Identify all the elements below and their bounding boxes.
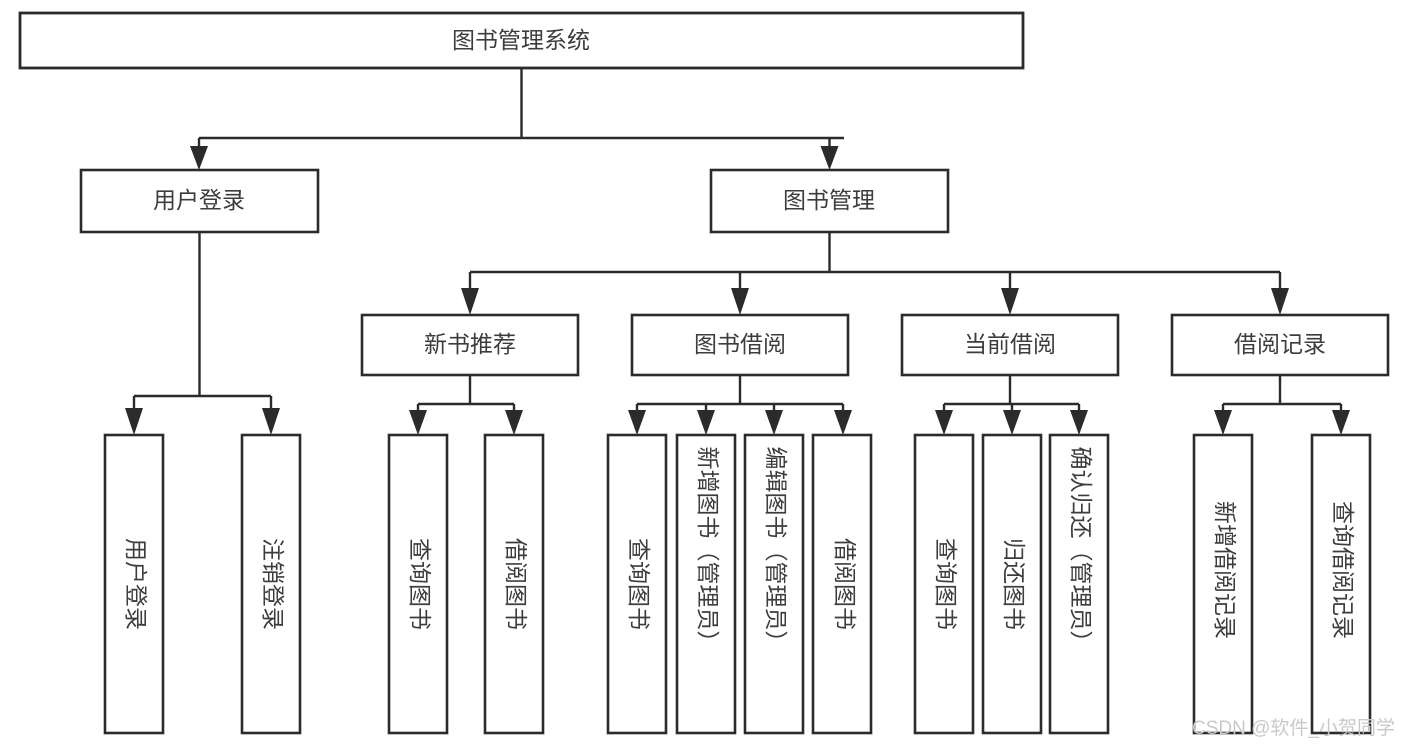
arrow-book-borrow	[731, 288, 749, 315]
arrow-leaf-add-book	[697, 410, 715, 435]
arrow-leaf-borrow-book-1	[505, 410, 523, 435]
leaf-confirm-return-label: 确认归还（管理员）	[1068, 447, 1094, 654]
leaf-add-book-box[interactable]	[675, 433, 737, 735]
node-current-borrow-box[interactable]	[900, 313, 1120, 377]
node-book-borrow-label: 图书借阅	[694, 331, 786, 357]
arrow-new-books	[461, 288, 479, 315]
leaf-add-book-label: 新增图书（管理员）	[695, 447, 721, 654]
leaf-edit-book[interactable]: 编辑图书（管理员）	[743, 433, 805, 735]
leaf-query-record[interactable]: 查询借阅记录	[1310, 433, 1372, 735]
arrow-borrow-records	[1271, 288, 1289, 315]
leaf-borrow-book-borrow-box[interactable]	[811, 433, 873, 735]
arrow-leaf-confirm-return	[1070, 410, 1088, 435]
leaf-query-book-current-box[interactable]	[913, 433, 975, 735]
leaf-confirm-return[interactable]: 确认归还（管理员）	[1048, 433, 1110, 735]
arrow-leaf-query-record	[1332, 410, 1350, 435]
node-user-login-box[interactable]	[79, 168, 320, 234]
node-current-borrow[interactable]: 当前借阅	[900, 313, 1120, 377]
leaf-query-book-newbooks-label: 查询图书	[407, 538, 433, 630]
node-book-manage[interactable]: 图书管理	[709, 168, 950, 234]
leaf-query-record-label: 查询借阅记录	[1330, 501, 1356, 639]
leaf-edit-book-box[interactable]	[743, 433, 805, 735]
leaf-logout-label: 注销登录	[260, 538, 286, 630]
arrow-leaf-add-record	[1214, 410, 1232, 435]
leaf-borrow-book-borrow[interactable]: 借阅图书	[811, 433, 873, 735]
node-book-manage-label: 图书管理	[783, 187, 875, 213]
leaf-query-book-borrow-label: 查询图书	[626, 538, 652, 630]
arrow-leaf-edit-book	[765, 410, 783, 435]
leaf-user-login[interactable]: 用户登录	[103, 433, 165, 735]
arrow-leaf-user-login	[125, 408, 143, 435]
arrow-leaf-return-book	[1003, 410, 1021, 435]
leaf-user-login-box[interactable]	[103, 433, 165, 735]
leaf-query-book-borrow-box[interactable]	[606, 433, 668, 735]
leaf-logout-box[interactable]	[240, 433, 302, 735]
node-new-books[interactable]: 新书推荐	[360, 313, 580, 377]
leaf-user-login-label: 用户登录	[123, 538, 149, 630]
leaf-add-record-label: 新增借阅记录	[1212, 501, 1238, 639]
node-new-books-label: 新书推荐	[424, 331, 516, 357]
leaf-return-book-label: 归还图书	[1001, 538, 1027, 630]
leaf-query-book-borrow[interactable]: 查询图书	[606, 433, 668, 735]
arrow-current-borrow	[1001, 288, 1019, 315]
leaf-query-book-newbooks[interactable]: 查询图书	[387, 433, 449, 735]
arrow-leaf-logout	[262, 408, 280, 435]
node-root-box[interactable]	[18, 11, 1025, 70]
leaf-borrow-book-newbooks[interactable]: 借阅图书	[483, 433, 545, 735]
leaf-confirm-return-box[interactable]	[1048, 433, 1110, 735]
node-user-login[interactable]: 用户登录	[79, 168, 320, 234]
leaf-query-book-current[interactable]: 查询图书	[913, 433, 975, 735]
node-borrow-records[interactable]: 借阅记录	[1170, 313, 1390, 377]
leaf-borrow-book-newbooks-label: 借阅图书	[503, 538, 529, 630]
node-book-borrow-box[interactable]	[630, 313, 850, 377]
node-root-label: 图书管理系统	[452, 27, 590, 53]
arrow-leaf-borrow-book-2	[834, 410, 852, 435]
node-borrow-records-box[interactable]	[1170, 313, 1390, 377]
leaf-logout[interactable]: 注销登录	[240, 433, 302, 735]
leaf-borrow-book-borrow-label: 借阅图书	[832, 538, 858, 630]
arrow-user-login	[190, 146, 208, 170]
arrow-leaf-query-book-2	[628, 410, 646, 435]
node-book-borrow[interactable]: 图书借阅	[630, 313, 850, 377]
arrow-book-manage	[820, 146, 839, 170]
node-borrow-records-label: 借阅记录	[1234, 331, 1326, 357]
node-current-borrow-label: 当前借阅	[964, 331, 1056, 357]
leaf-add-record[interactable]: 新增借阅记录	[1192, 433, 1254, 735]
leaf-edit-book-label: 编辑图书（管理员）	[763, 447, 789, 654]
leaf-return-book[interactable]: 归还图书	[981, 433, 1043, 735]
leaf-add-record-box[interactable]	[1192, 433, 1254, 735]
node-user-login-label: 用户登录	[153, 187, 245, 213]
node-new-books-box[interactable]	[360, 313, 580, 377]
leaf-return-book-box[interactable]	[981, 433, 1043, 735]
watermark: CSDN @软件_小贺同学	[1192, 717, 1395, 739]
leaf-add-book[interactable]: 新增图书（管理员）	[675, 433, 737, 735]
arrow-leaf-query-book-3	[935, 410, 953, 435]
connector-layer	[125, 68, 1350, 435]
node-book-manage-box[interactable]	[709, 168, 950, 234]
leaf-query-record-box[interactable]	[1310, 433, 1372, 735]
arrow-leaf-query-book-1	[409, 410, 427, 435]
leaf-borrow-book-newbooks-box[interactable]	[483, 433, 545, 735]
leaf-query-book-current-label: 查询图书	[933, 538, 959, 630]
node-root[interactable]: 图书管理系统	[18, 11, 1025, 70]
leaf-query-book-newbooks-box[interactable]	[387, 433, 449, 735]
